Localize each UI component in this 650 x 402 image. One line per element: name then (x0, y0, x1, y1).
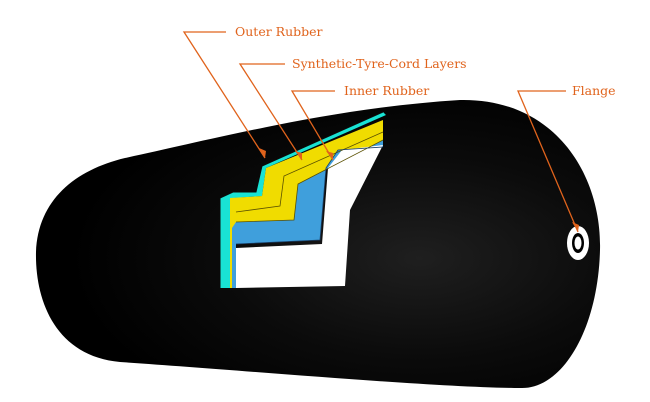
leader-arrowheads (259, 148, 579, 232)
leader-outer-rubber (182, 31, 266, 159)
label-flange: Flange (572, 83, 616, 98)
fender-body (35, 99, 601, 389)
leader-inner-rubber (290, 90, 335, 161)
inner-rubber-layer (232, 140, 383, 288)
leader-cord-layers (238, 63, 303, 161)
leader-flange (517, 90, 579, 233)
cord-layer-outer (230, 120, 383, 288)
label-inner-rubber: Inner Rubber (344, 83, 429, 98)
cutaway-section (219, 111, 386, 288)
leader-lines (182, 31, 579, 233)
label-outer-rubber: Outer Rubber (235, 24, 323, 39)
fender-interior (236, 145, 383, 288)
flange-hole (574, 236, 582, 250)
label-synthetic-cord-layers: Synthetic-Tyre-Cord Layers (292, 56, 467, 71)
